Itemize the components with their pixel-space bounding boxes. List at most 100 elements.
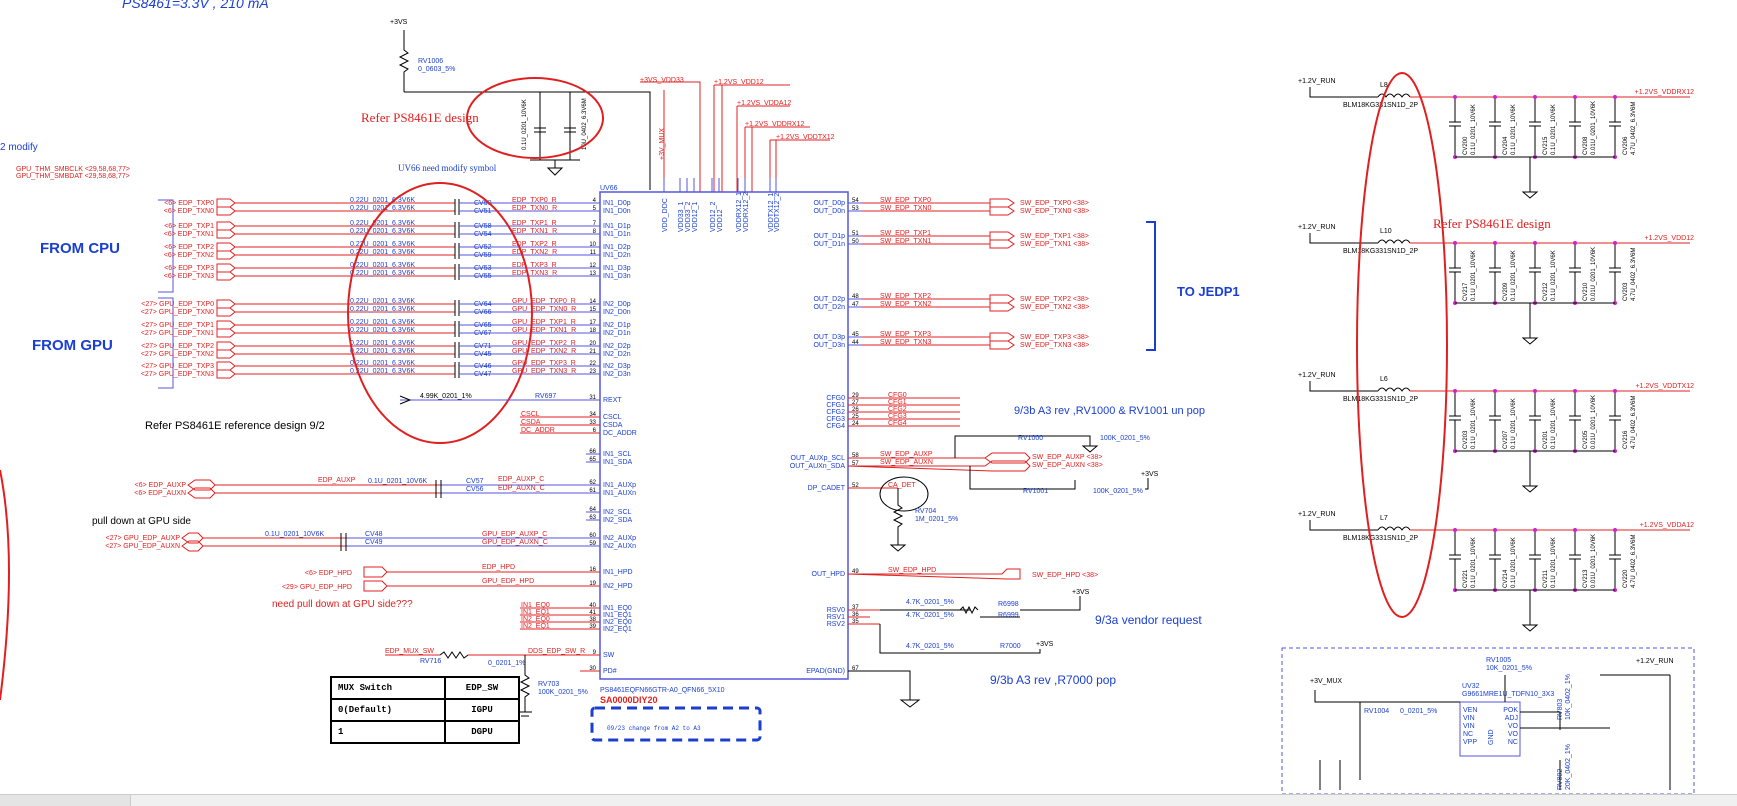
rail-out-label: +1.2VS_VDDRX12 (1635, 89, 1694, 96)
r6998-label: R6998 (998, 601, 1019, 608)
rail-out-label: +1.2VS_VDDTX12 (1635, 383, 1694, 390)
pull-down-note: pull down at GPU side (92, 516, 191, 527)
right-pin-name: RSV1 (827, 614, 845, 621)
cap-value: 0.01U_0201_10V6K (1591, 534, 1597, 588)
in-net-label: <6> EDP_TXN3 (164, 273, 214, 280)
dcaddr-net: DC_ADDR (521, 427, 555, 434)
rv1005-label: RV1005 (1486, 657, 1511, 664)
left-pin-name: IN1_D0p (603, 200, 631, 207)
in-net-label: <6> EDP_TXP0 (164, 200, 214, 207)
right-pin-num: 53 (852, 206, 859, 212)
rv716-value: 0_0201_1% (488, 660, 525, 667)
left-pin-num: 6 (593, 428, 597, 434)
cap-value: 0.1U_0201_10V6K (1511, 398, 1517, 449)
sw-hpd-net: SW_EDP_HPD (888, 567, 936, 574)
left-pin-num: 18 (589, 328, 596, 334)
in-cap-label: CV50 (474, 200, 492, 207)
rv1006-value: 0_0603_5% (418, 66, 455, 73)
left-pin-name: IN2_D3n (603, 371, 631, 378)
cap-value: 0.01U_0201_10V6K (1591, 101, 1597, 155)
right-pin-num: 25 (852, 414, 859, 420)
out-net-label: SW_EDP_TXN2 (880, 301, 931, 308)
vs3-label-1: +3VS (390, 19, 408, 26)
right-pin-num: 35 (852, 619, 859, 625)
in-net-out: GPU_EDP_TXP2_R (512, 340, 576, 347)
right-pin-num: 45 (852, 332, 859, 338)
cv-small-1: 0.1U_0201_10V6K (522, 99, 528, 150)
in-cap-label: CV58 (474, 223, 492, 230)
left-pin-num: 14 (589, 299, 596, 305)
mux-header-1: MUX Switch (330, 676, 446, 700)
aux-cap-1: CV57 (466, 478, 484, 485)
ldo-pin-left: VIN (1463, 715, 1475, 722)
left-pin-num: 30 (589, 666, 596, 672)
left-pin-name: IN1_EQ1 (603, 612, 632, 619)
in-net-label: <27> GPU_EDP_TXN2 (141, 351, 214, 358)
right-pin-name: CFG1 (826, 402, 845, 409)
refer-design-2: Refer PS8461E design (1433, 216, 1551, 231)
cap-value: 4.7U_0402_6.3V6M (1631, 102, 1637, 155)
out-conn-label: SW_EDP_TXN3 <38> (1020, 342, 1089, 349)
ferrite-part: BLM18KG331SN1D_2P (1343, 535, 1418, 542)
aux-in-2: <6> EDP_AUXN (134, 490, 186, 497)
ldo-pin-left: VIN (1463, 723, 1475, 730)
power-filter-block: +1.2V_RUNL7BLM18KG331SN1D_2P+1.2VS_VDDA1… (1298, 511, 1694, 632)
left-pin-num: 33 (589, 420, 596, 426)
right-pin-name: OUT_D0n (813, 208, 845, 215)
modify-note: 2 modify (0, 142, 38, 153)
hpd-net-1: EDP_HPD (482, 564, 515, 571)
cap-ref: CV209 (1503, 282, 1509, 301)
right-pin-num: 26 (852, 407, 859, 413)
left-pin-name: IN2_SDA (603, 517, 633, 524)
gpu-aux-cap-1: CV48 (365, 531, 383, 538)
right-pin-name: OUT_D2n (813, 304, 845, 311)
right-pin-num: 51 (852, 231, 859, 237)
sw-hpd-conn: SW_EDP_HPD <38> (1032, 572, 1098, 579)
in-cap-value: 0.22U_0201_6.3V6K (350, 205, 415, 212)
sw-aux-1: SW_EDP_AUXP (880, 451, 933, 458)
hpd-in-1: <6> EDP_HPD (305, 570, 352, 577)
in-net-out: GPU_EDP_TXN1_R (512, 327, 576, 334)
in-net-out: GPU_EDP_TXN2_R (512, 348, 576, 355)
thm-net-2: GPU_THM_SMBDAT <29,58,68,77> (16, 173, 130, 180)
mux-sw-net: EDP_MUX_SW (385, 648, 434, 655)
ldo-pin-right: NC (1508, 739, 1518, 746)
hpd-net-2: GPU_EDP_HPD (482, 578, 534, 585)
in-net-label: <27> GPU_EDP_TXP0 (141, 301, 214, 308)
left-pin-num: 13 (589, 271, 596, 277)
in-cap-value: 0.22U_0201_6.3V6K (350, 241, 415, 248)
in-cap-value: 0.22U_0201_6.3V6K (350, 249, 415, 256)
left-pin-name: IN1_SCL (603, 451, 632, 458)
right-pin-name: CFG0 (826, 395, 845, 402)
left-pin-name: IN2_D2n (603, 351, 631, 358)
right-pin-name: OUT_AUXn_SDA (790, 463, 846, 470)
inductor-label: L8 (1380, 82, 1388, 89)
rv1000-value: 100K_0201_5% (1100, 435, 1150, 442)
out-conn-label: SW_EDP_TXP3 <38> (1020, 334, 1089, 341)
left-pin-num: 22 (589, 361, 596, 367)
sw-aux-conn-1: SW_EDP_AUXP <38> (1032, 454, 1102, 461)
from-cpu-label: FROM CPU (40, 240, 120, 257)
left-pin-name: IN1_D1n (603, 231, 631, 238)
ferrite-part: BLM18KG331SN1D_2P (1343, 248, 1418, 255)
cap-value: 0.1U_0201_10V6K (1551, 104, 1557, 155)
vs3-label-4: +3VS (1036, 641, 1054, 648)
left-pin-num: 15 (589, 307, 596, 313)
a3-rev-2: 9/3b A3 rev ,R7000 pop (990, 673, 1116, 687)
rail-label: +1.2V_RUN (1298, 511, 1336, 518)
left-pin-name: IN2_D3p (603, 363, 631, 370)
left-pin-num: 19 (589, 581, 596, 587)
left-pin-num: 65 (589, 457, 596, 463)
cap-ref: CV213 (1583, 569, 1589, 588)
in-cap-label: CV46 (474, 363, 492, 370)
rext-res: 4.99K_0201_1% (420, 393, 472, 400)
in-net-label: <6> EDP_TXP3 (164, 265, 214, 272)
v3mux-top: +3V_MUX (659, 128, 666, 160)
out-net-label: SW_EDP_TXP2 (880, 293, 931, 300)
cap-value: 0.1U_0201_10V6K (1511, 537, 1517, 588)
rv803-label: RV803 (1557, 699, 1564, 720)
right-pin-name: EPAD(GND) (806, 668, 845, 675)
left-pin-name: IN1_HPD (603, 569, 633, 576)
rv703-value: 100K_0201_5% (538, 689, 588, 696)
rail-label: +1.2V_RUN (1298, 372, 1336, 379)
